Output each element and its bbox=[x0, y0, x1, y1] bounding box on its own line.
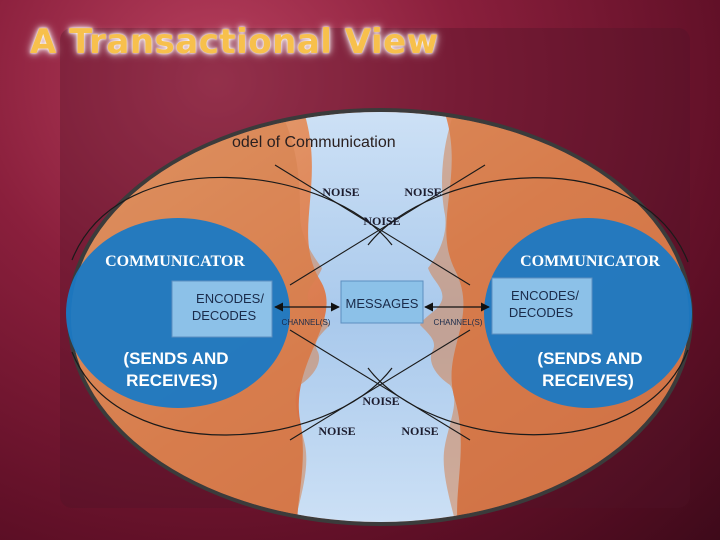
left-communicator-label: COMMUNICATOR bbox=[105, 253, 245, 270]
left-encodes-box bbox=[171, 280, 273, 338]
right-channel-label: CHANNEL(S) bbox=[434, 318, 483, 327]
right-sends-line2: RECEIVES) bbox=[542, 371, 634, 390]
right-communicator-label: COMMUNICATOR bbox=[520, 253, 660, 270]
cross-line-upper-a bbox=[274, 164, 471, 286]
slide-title: A Transactional View bbox=[30, 22, 439, 62]
left-channel-label: CHANNEL(S) bbox=[282, 318, 331, 327]
messages-label: MESSAGES bbox=[346, 296, 419, 311]
left-sends-line2: RECEIVES) bbox=[126, 371, 218, 390]
left-sends-line1: (SENDS AND bbox=[123, 349, 228, 368]
noise-label-bottom-right: NOISE bbox=[401, 424, 438, 438]
messages-box bbox=[340, 280, 424, 324]
upper-right-curve bbox=[367, 177, 689, 263]
right-encodes-line2: DECODES bbox=[509, 305, 574, 320]
diagram-caption: odel of Communication bbox=[232, 134, 396, 151]
upper-left-curve bbox=[71, 176, 393, 261]
noise-label-top-right: NOISE bbox=[404, 185, 441, 199]
cross-line-upper-b bbox=[289, 164, 486, 286]
right-encodes-box bbox=[491, 277, 593, 335]
noise-label-bottom-left: NOISE bbox=[318, 424, 355, 438]
right-encodes-line1: ENCODES/ bbox=[511, 288, 579, 303]
noise-label-top-left: NOISE bbox=[322, 185, 359, 199]
noise-label-top-center: NOISE bbox=[363, 214, 400, 228]
left-encodes-line1: ENCODES/ bbox=[196, 291, 264, 306]
right-sends-line1: (SENDS AND bbox=[537, 349, 642, 368]
left-encodes-line2: DECODES bbox=[192, 308, 257, 323]
cross-line-lower-b bbox=[289, 329, 471, 441]
noise-label-bottom-center: NOISE bbox=[362, 394, 399, 408]
